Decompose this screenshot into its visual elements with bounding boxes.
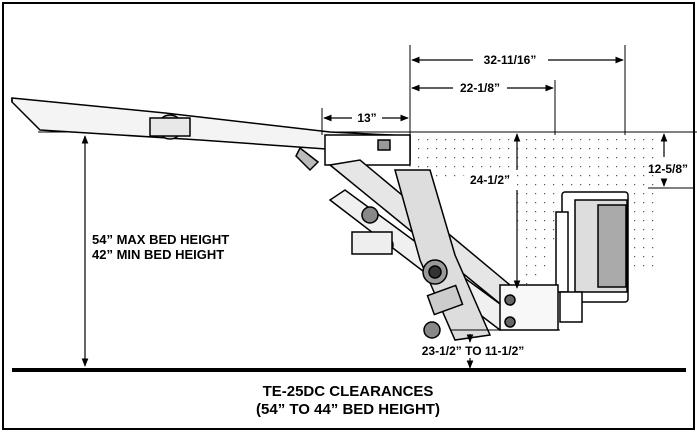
label-ground-clearance: 23-1/2” TO 11-1/2”: [422, 344, 525, 358]
liftgate-platform: [11, 97, 411, 172]
label-32-11-16: 32-11/16”: [484, 53, 537, 67]
label-22-1-8: 22-1/8”: [460, 81, 500, 95]
label-13: 13”: [357, 111, 376, 125]
label-24-1-2: 24-1/2”: [470, 173, 510, 187]
linkage-arms: [328, 159, 559, 341]
truck-body: [405, 133, 655, 290]
dimension-13: 13”: [321, 108, 409, 135]
hitch-assembly: [555, 191, 629, 323]
label-12-5-8: 12-5/8”: [648, 162, 688, 176]
dimension-22-1-8: 22-1/8”: [411, 80, 556, 135]
caption-subtitle: (54” TO 44” BED HEIGHT): [256, 401, 440, 418]
label-min-bed-height: 42” MIN BED HEIGHT: [92, 247, 224, 262]
dimension-32-11-16: 32-11/16”: [409, 45, 626, 135]
dimension-ground-clearance: 23-1/2” TO 11-1/2”: [422, 329, 560, 369]
label-max-bed-height: 54” MAX BED HEIGHT: [92, 232, 229, 247]
dimension-12-5-8: 12-5/8”: [648, 133, 695, 189]
dimension-bed-height: 54” MAX BED HEIGHT 42” MIN BED HEIGHT: [81, 135, 229, 367]
dimension-24-1-2: 24-1/2”: [470, 133, 521, 289]
caption-title: TE-25DC CLEARANCES: [263, 383, 434, 400]
